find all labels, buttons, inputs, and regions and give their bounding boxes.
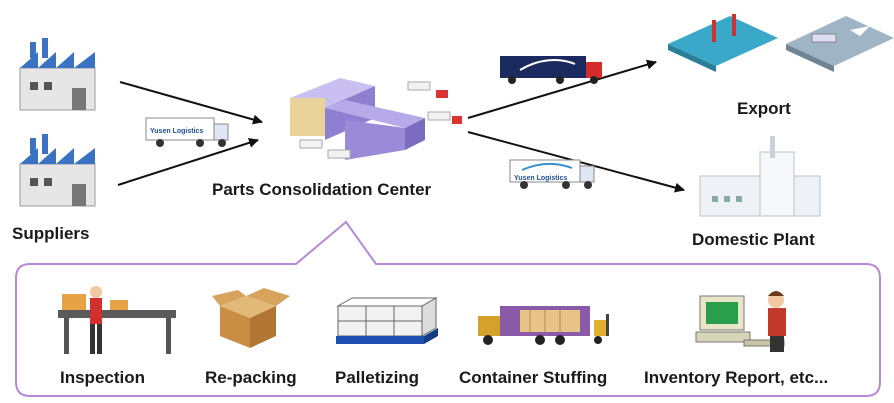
cardboard-box-icon [212,288,290,348]
inbound-truck-icon [145,117,229,147]
domestic-plant-icon [699,136,821,217]
services-callout [15,220,881,397]
container-stuffing-icon [478,306,609,345]
suppliers-label: Suppliers [12,224,90,243]
airport-icon [786,16,894,72]
inbound-truck-logo: Yusen Logistics [150,128,203,135]
inbound-arrow-upper [119,81,263,125]
inspection-icon [58,286,176,354]
export-label: Export [737,99,791,118]
domestic-truck-icon [509,159,595,189]
pallet-icon [336,297,438,344]
inbound-arrow-lower [117,137,259,186]
service-label-palletizing: Palletizing [335,368,420,387]
computer-operator-icon [695,291,786,352]
service-label-inspection: Inspection [60,368,146,387]
supplier-factory-icon [19,38,96,111]
supplier-factory-icon [19,134,96,207]
domestic-truck-logo: Yusen Logistics [514,175,567,182]
domestic-plant-label: Domestic Plant [692,230,815,249]
export-arrow [467,59,657,119]
service-label-inventory-report: Inventory Report, etc... [644,368,829,387]
warehouse-icon [290,78,462,160]
service-label-repacking: Re-packing [205,368,297,387]
center-label: Parts Consolidation Center [212,180,432,199]
container-truck-icon [500,56,602,84]
port-icon [668,14,778,72]
service-label-container-stuffing: Container Stuffing [459,368,608,387]
